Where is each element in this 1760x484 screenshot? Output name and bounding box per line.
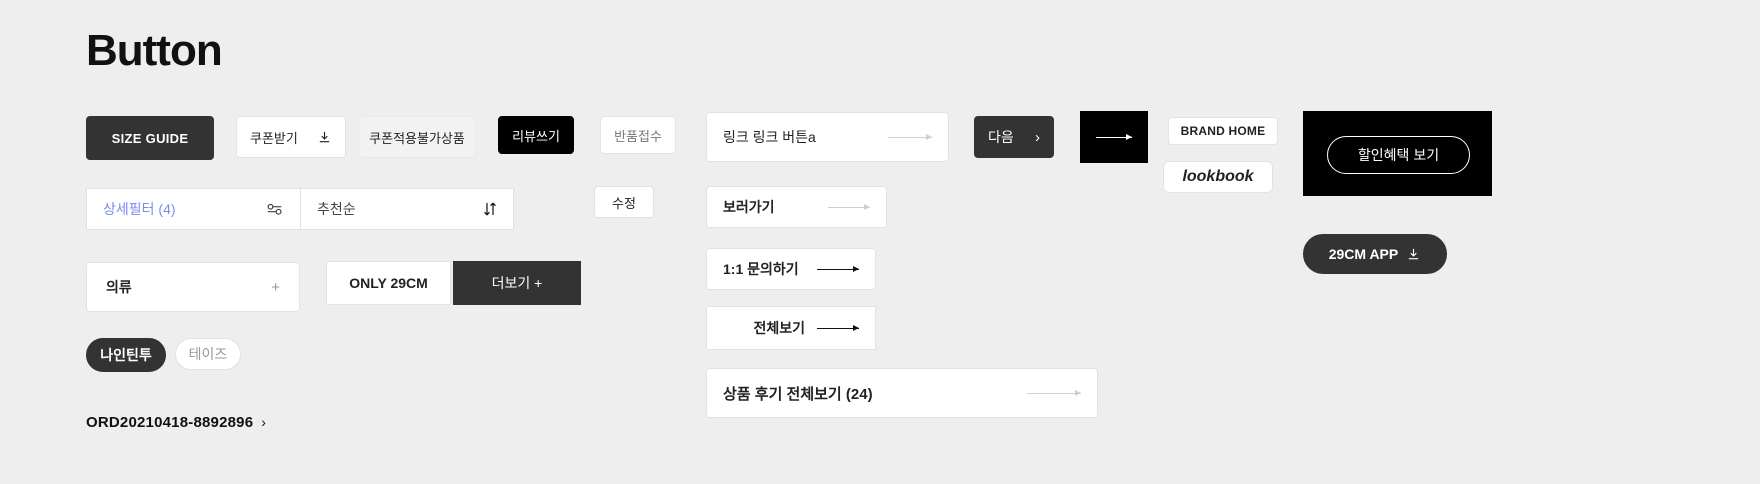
lookbook-label: lookbook [1182,168,1254,185]
coupon-get-button[interactable]: 쿠폰받기 [236,116,346,158]
arrow-tile-button[interactable] [1080,111,1148,163]
plus-icon: + [271,278,280,296]
app-download-label: 29CM APP [1328,246,1399,262]
download-icon [317,130,332,145]
size-guide-button[interactable]: SIZE GUIDE [86,116,214,160]
only-29cm-label: ONLY 29CM [349,275,428,291]
order-number-link[interactable]: ORD20210418-8892896 › [86,410,266,434]
tag-unselected[interactable]: 테이즈 [175,338,241,370]
download-icon [1406,247,1421,262]
review-all-button[interactable]: 상품 후기 전체보기 (24) [706,368,1098,418]
chevron-right-icon: › [261,414,266,430]
sort-button[interactable]: 추천순 [300,188,514,230]
chevron-right-icon: › [1035,128,1040,146]
link-button-label: 링크 링크 버튼a [723,129,816,145]
tag-selected-label: 나인틴투 [100,347,152,363]
app-download-button[interactable]: 29CM APP [1303,234,1447,274]
discount-benefit-button[interactable]: 할인혜택 보기 [1327,136,1470,174]
tag-unselected-label: 테이즈 [188,346,228,362]
edit-button[interactable]: 수정 [594,186,654,218]
view-all-button[interactable]: 전체보기 [706,306,876,350]
discount-benefit-label: 할인혜택 보기 [1357,147,1440,163]
brand-home-button[interactable]: BRAND HOME [1168,117,1278,145]
arrow-right-icon [1027,389,1081,396]
only-29cm-button[interactable]: ONLY 29CM [326,261,451,305]
order-number-label: ORD20210418-8892896 [86,413,254,431]
sort-label: 추천순 [317,201,356,217]
brand-home-label: BRAND HOME [1180,124,1266,138]
more-button[interactable]: 더보기 + [453,261,581,305]
inquiry-label: 1:1 문의하기 [723,261,799,277]
page-title: Button [86,26,223,75]
write-review-label: 리뷰쓰기 [512,128,560,144]
return-request-button[interactable]: 반품접수 [600,116,676,154]
filter-slider-icon [266,202,284,216]
review-all-label: 상품 후기 전체보기 (24) [723,385,873,403]
return-request-label: 반품접수 [614,128,662,144]
arrow-right-icon [1096,133,1132,140]
category-dropdown[interactable]: 의류 + [86,262,300,312]
coupon-unavailable-button[interactable]: 쿠폰적용불가상품 [358,116,476,158]
link-button[interactable]: 링크 링크 버튼a [706,112,949,162]
sort-arrows-icon [483,201,497,217]
coupon-unavailable-label: 쿠폰적용불가상품 [369,130,465,146]
detail-filter-button[interactable]: 상세필터 (4) [86,188,300,230]
discount-benefit-panel: 할인혜택 보기 [1303,111,1492,196]
arrow-right-icon [817,265,859,272]
detail-filter-label: 상세필터 (4) [103,201,176,217]
inquiry-button[interactable]: 1:1 문의하기 [706,248,876,290]
arrow-right-icon [828,203,870,210]
edit-label: 수정 [612,195,636,211]
coupon-get-label: 쿠폰받기 [250,130,298,146]
view-more-label: 보러가기 [723,199,775,215]
category-label: 의류 [106,279,132,295]
arrow-right-icon [817,324,859,331]
more-label: 더보기 + [491,275,543,291]
view-all-label: 전체보기 [753,320,805,336]
tag-selected[interactable]: 나인틴투 [86,338,166,372]
lookbook-button[interactable]: lookbook [1163,161,1273,193]
next-label: 다음 [988,129,1014,145]
arrow-right-icon [888,133,932,140]
next-button[interactable]: 다음 › [974,116,1054,158]
write-review-button[interactable]: 리뷰쓰기 [498,116,574,154]
size-guide-label: SIZE GUIDE [111,130,189,146]
view-more-button[interactable]: 보러가기 [706,186,887,228]
